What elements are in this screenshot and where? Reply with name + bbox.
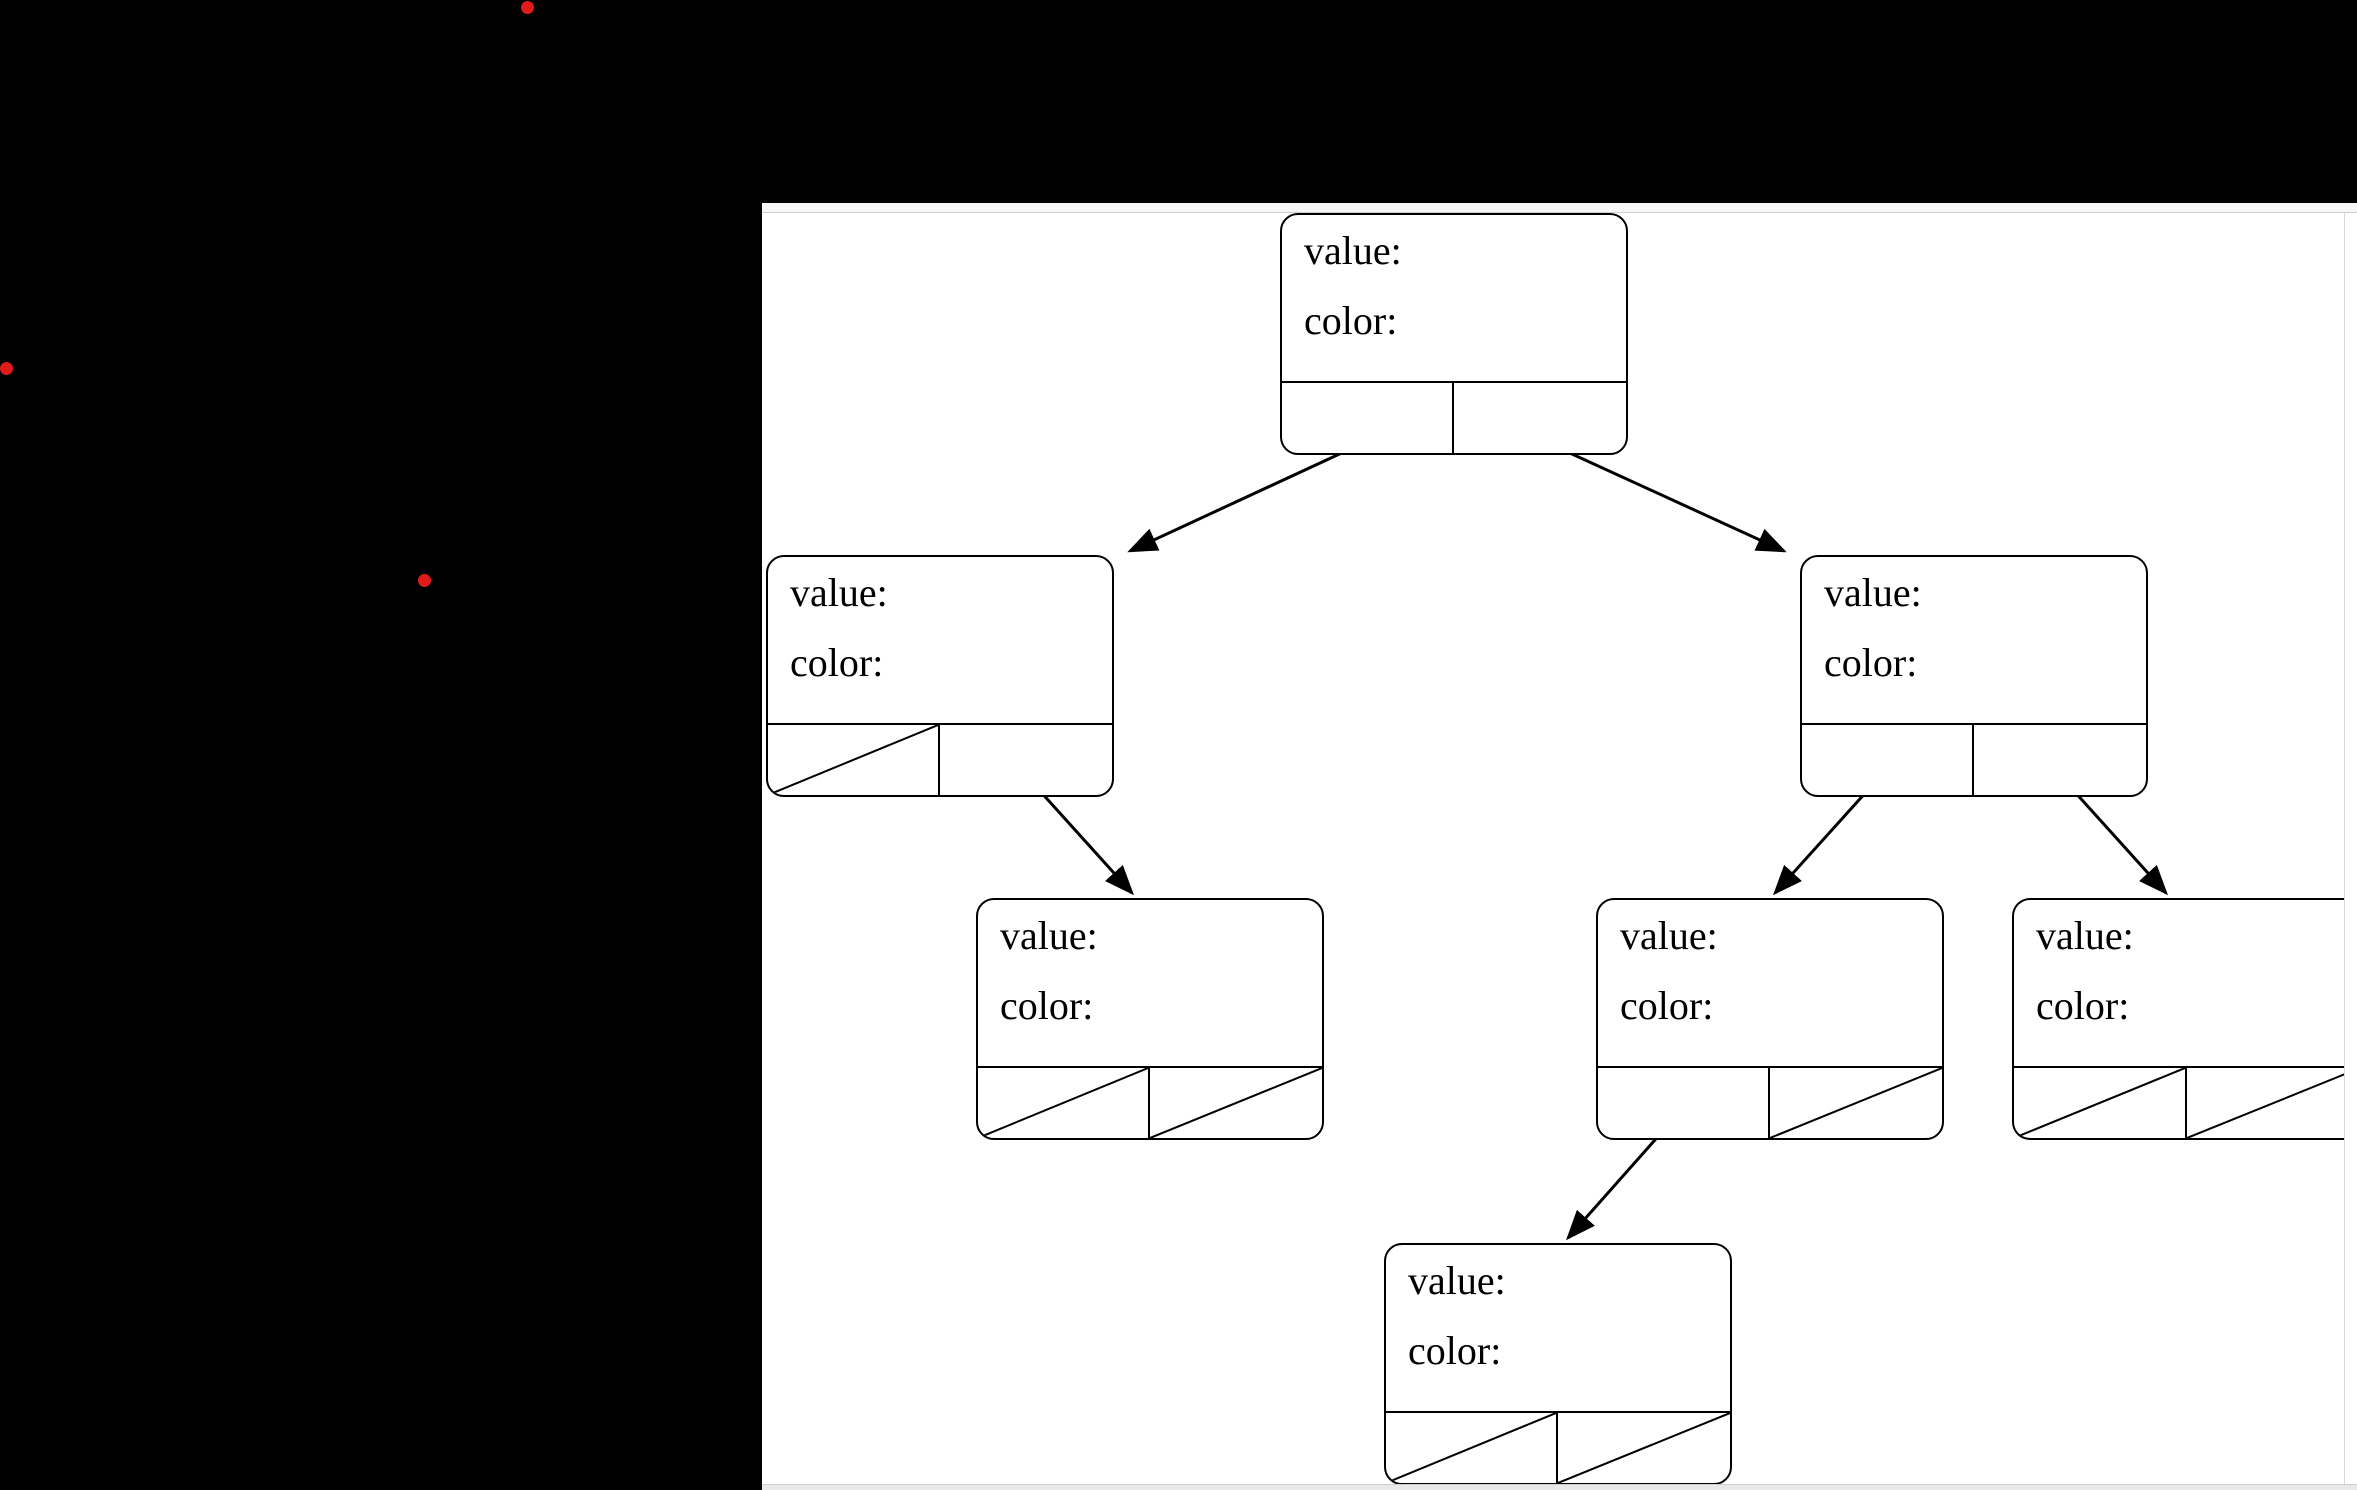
node-right-pointer-cell[interactable] [1974,725,2146,795]
node-color-label: color: [1620,983,1714,1028]
node-fields: value: color: [768,557,1112,725]
node-pointer-row [768,723,1112,795]
node-left-pointer-cell[interactable] [1598,1068,1770,1138]
node-right-pointer-cell[interactable] [1770,1068,1942,1138]
node-left-pointer-cell[interactable] [1802,725,1974,795]
node-color-label: color: [1408,1328,1502,1373]
node-value-label: value: [790,570,888,615]
marker-dot-top [521,1,534,14]
null-pointer-slash-icon [1386,1413,1556,1483]
node-fields: value: color: [1282,215,1626,383]
marker-dot-left [0,362,13,375]
node-value-label: value: [1824,570,1922,615]
diagram-panel[interactable]: value:color:value:color:value:color:valu… [762,203,2357,1490]
node-color-label: color: [1824,640,1918,685]
node-right-pointer-cell[interactable] [1558,1413,1730,1483]
node-color-label: color: [2036,983,2130,1028]
null-pointer-slash-icon [978,1068,1148,1138]
node-right-pointer-cell[interactable] [1454,383,1626,453]
panel-bottom-edge [762,1484,2357,1490]
node-color-label: color: [790,640,884,685]
tree-node-left-right-grandchild[interactable]: value: color: [976,898,1324,1140]
node-color-label: color: [1000,983,1094,1028]
node-pointer-row [2014,1066,2357,1138]
node-left-pointer-cell[interactable] [1282,383,1454,453]
node-pointer-row [1282,381,1626,453]
null-pointer-slash-icon [1558,1413,1730,1483]
node-left-pointer-cell[interactable] [768,725,940,795]
node-color-label: color: [1304,298,1398,343]
vertical-scrollbar[interactable] [2344,213,2357,1484]
node-left-pointer-cell[interactable] [978,1068,1150,1138]
node-left-pointer-cell[interactable] [2014,1068,2187,1138]
panel-top-edge [762,203,2357,213]
tree-node-right-right-grandchild[interactable]: value: color: [2012,898,2357,1140]
node-pointer-row [978,1066,1322,1138]
node-fields: value: color: [2014,900,2357,1068]
null-pointer-slash-icon [1770,1068,1942,1138]
node-value-label: value: [1304,228,1402,273]
null-pointer-slash-icon [768,725,938,795]
node-value-label: value: [1620,913,1718,958]
edge-grandchild-to-deepest [1566,1122,1672,1241]
node-left-pointer-cell[interactable] [1386,1413,1558,1483]
node-right-pointer-cell[interactable] [1150,1068,1322,1138]
tree-node-deepest[interactable]: value: color: [1384,1243,1732,1485]
node-value-label: value: [2036,913,2134,958]
node-fields: value: color: [1386,1245,1730,1413]
null-pointer-slash-icon [1150,1068,1322,1138]
marker-dot-middle [418,574,431,587]
node-right-pointer-cell[interactable] [940,725,1112,795]
null-pointer-slash-icon [2187,1068,2357,1138]
tree-node-right-child[interactable]: value: color: [1800,555,2148,797]
node-pointer-row [1386,1411,1730,1483]
tree-node-root[interactable]: value: color: [1280,213,1628,455]
tree-node-right-left-grandchild[interactable]: value: color: [1596,898,1944,1140]
tree-node-left-child[interactable]: value: color: [766,555,1114,797]
null-pointer-slash-icon [2014,1068,2185,1138]
node-fields: value: color: [978,900,1322,1068]
node-pointer-row [1802,723,2146,795]
node-right-pointer-cell[interactable] [2187,1068,2357,1138]
node-value-label: value: [1408,1258,1506,1303]
node-value-label: value: [1000,913,1098,958]
node-fields: value: color: [1802,557,2146,725]
node-fields: value: color: [1598,900,1942,1068]
node-pointer-row [1598,1066,1942,1138]
